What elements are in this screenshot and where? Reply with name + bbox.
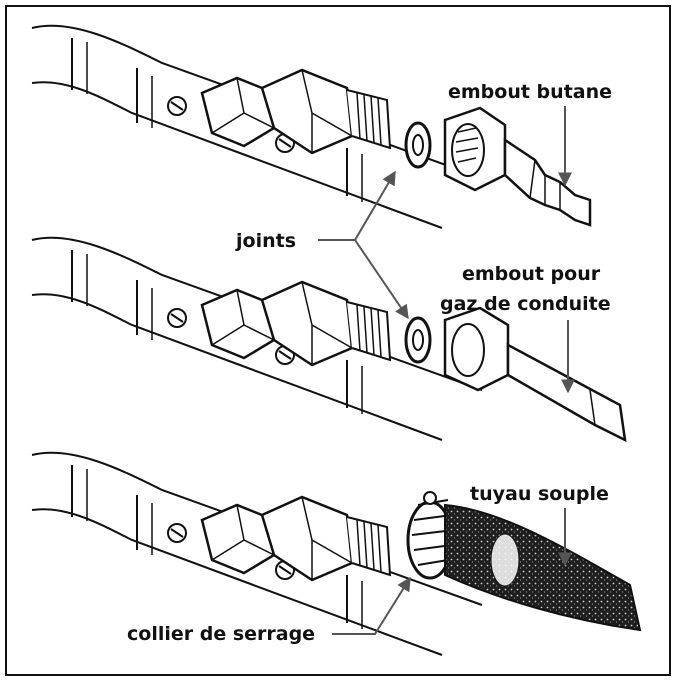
arrow-joints-2 <box>354 239 409 320</box>
label-embout-gaz-line1: embout pour <box>462 263 601 285</box>
label-embout-butane: embout butane <box>448 81 612 103</box>
row-gaz-conduite <box>30 236 627 443</box>
row-butane <box>30 24 592 230</box>
flexible-hose <box>444 503 642 632</box>
label-tuyau-souple: tuyau souple <box>470 483 609 505</box>
label-collier-de-serrage: collier de serrage <box>127 623 315 645</box>
label-embout-gaz-line2: gaz de conduite <box>440 293 611 315</box>
arrow-collier-de-serrage <box>332 576 411 635</box>
row-tuyau-souple <box>30 451 642 657</box>
label-joints: joints <box>235 230 296 252</box>
